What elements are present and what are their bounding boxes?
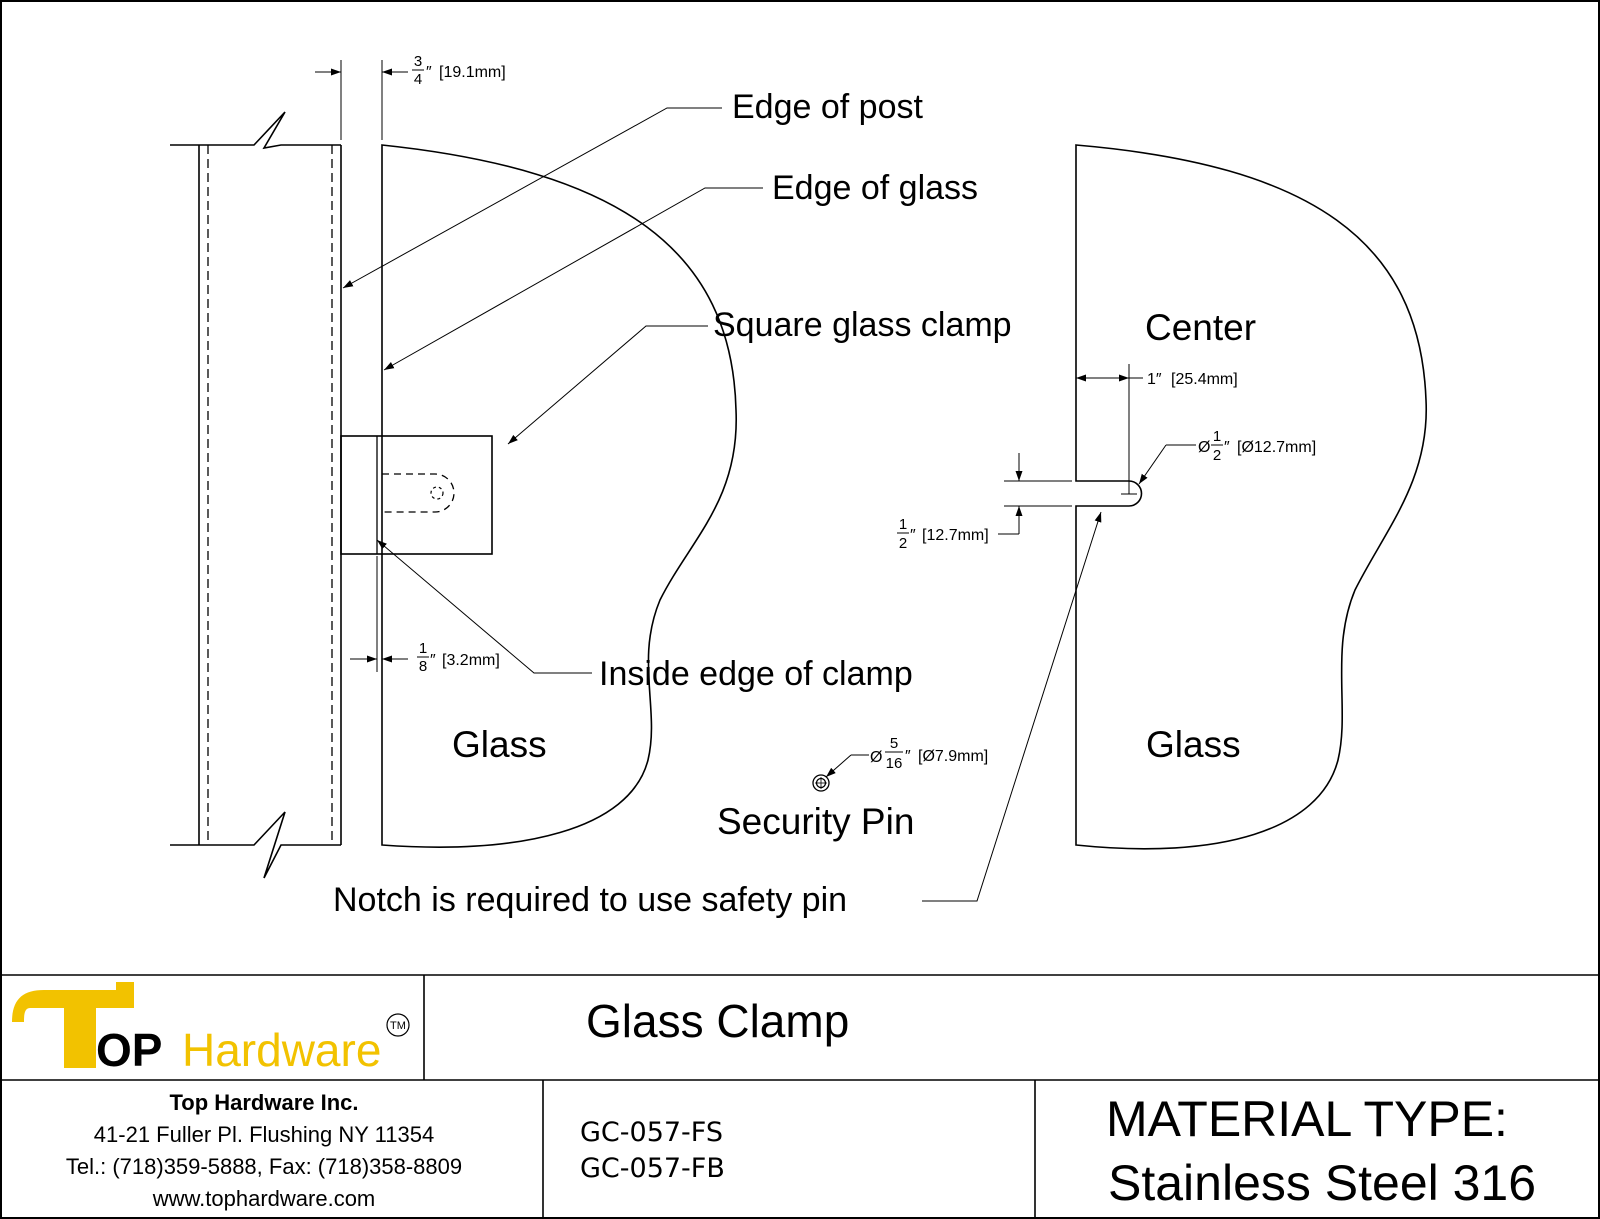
title-block-grid	[1, 974, 1599, 1218]
dim-notch-dia-num: 1	[1213, 428, 1221, 445]
company-logo: OP Hardware TM	[12, 982, 410, 1076]
company-website: www.tophardware.com	[152, 1186, 376, 1211]
dim-notch-width-num: 1	[899, 516, 907, 533]
dim-pin-unit: ″	[905, 748, 911, 765]
dim-glass-gap-unit: ″	[430, 652, 436, 669]
dim-notch-dia-unit: ″	[1224, 439, 1230, 456]
material-value: Stainless Steel 316	[1108, 1155, 1536, 1211]
dim-pin-prefix: Ø	[870, 749, 882, 766]
material-label: MATERIAL TYPE:	[1106, 1091, 1508, 1147]
dim-notch-dia-prefix: Ø	[1198, 439, 1210, 456]
dim-center-offset-text: 1″	[1147, 371, 1162, 388]
glass-left-outline	[381, 144, 737, 848]
company-name: Top Hardware Inc.	[169, 1090, 358, 1115]
label-security-pin: Security Pin	[717, 801, 914, 842]
dim-center-offset	[1076, 364, 1143, 495]
dim-notch-dia-den: 2	[1213, 447, 1221, 464]
dim-post-gap-metric: [19.1mm]	[439, 64, 506, 81]
dim-post-gap-num: 3	[414, 53, 422, 70]
dim-glass-gap-den: 8	[419, 658, 427, 675]
company-address: 41-21 Fuller Pl. Flushing NY 11354	[94, 1122, 434, 1147]
dim-notch-dia-metric: [Ø12.7mm]	[1237, 439, 1316, 456]
dim-pin-den: 16	[886, 755, 903, 772]
callout-edge-of-post: Edge of post	[732, 88, 923, 126]
callout-square-glass-clamp: Square glass clamp	[713, 306, 1012, 344]
security-pin-icon	[812, 774, 830, 792]
company-phone-fax: Tel.: (718)359-5888, Fax: (718)358-8809	[66, 1154, 462, 1179]
dim-post-gap-den: 4	[414, 71, 422, 88]
label-center: Center	[1145, 307, 1256, 348]
leader-notch	[922, 511, 1102, 902]
dim-glass-gap-num: 1	[419, 640, 427, 657]
dim-pin-metric: [Ø7.9mm]	[918, 748, 988, 765]
dim-post-gap-unit: ″	[426, 64, 432, 81]
square-glass-clamp	[340, 435, 493, 555]
label-glass-left: Glass	[452, 724, 547, 765]
part-number-2: GC-057-FB	[580, 1153, 725, 1184]
callout-notch-note: Notch is required to use safety pin	[333, 881, 847, 919]
drawing-title: Glass Clamp	[586, 995, 849, 1047]
label-glass-right: Glass	[1146, 724, 1241, 765]
dim-pin-num: 5	[890, 735, 898, 752]
dim-glass-gap	[350, 556, 408, 672]
dim-post-gap	[315, 60, 408, 140]
dim-glass-gap-metric: [3.2mm]	[442, 652, 500, 669]
logo-trademark: TM	[390, 1020, 406, 1032]
dim-center-offset-metric: [25.4mm]	[1171, 371, 1238, 388]
logo-op: OP	[96, 1024, 162, 1076]
glass-right-outline	[1075, 144, 1427, 850]
logo-hardware: Hardware	[182, 1024, 381, 1076]
callout-edge-of-glass: Edge of glass	[772, 169, 978, 207]
dim-notch-width-den: 2	[899, 535, 907, 552]
dim-notch-width	[998, 453, 1072, 535]
post	[170, 111, 342, 879]
leader-lines-left	[342, 107, 763, 674]
dim-notch-width-metric: [12.7mm]	[922, 527, 989, 544]
part-number-1: GC-057-FS	[580, 1117, 723, 1148]
dim-notch-width-unit: ″	[910, 527, 916, 544]
trademark-icon	[386, 1013, 410, 1037]
callout-inside-edge-of-clamp: Inside edge of clamp	[599, 655, 913, 693]
